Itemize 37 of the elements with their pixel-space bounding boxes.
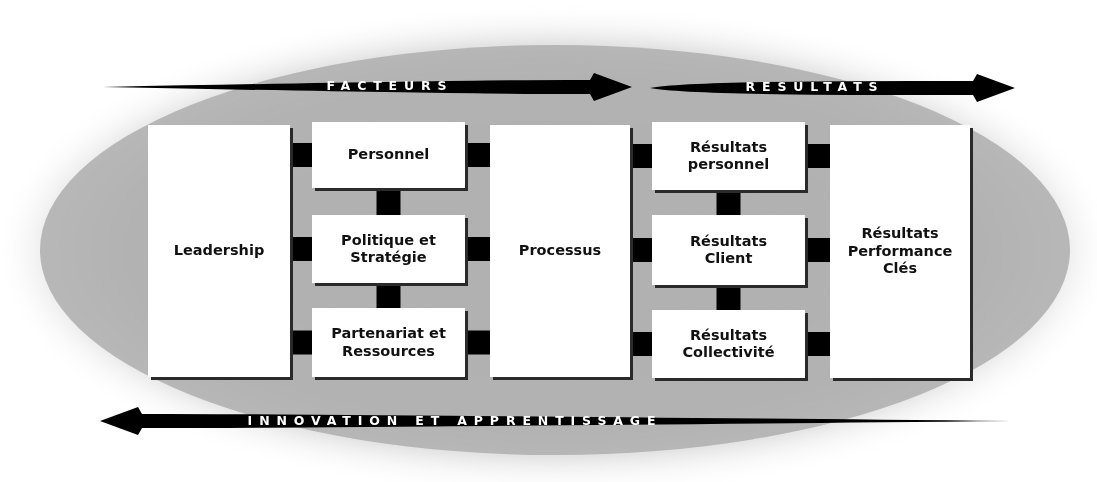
connector-bar [716, 190, 741, 215]
box-label: Résultats personnel [686, 138, 771, 174]
connector-bar [805, 238, 830, 262]
process-box [652, 310, 805, 378]
box-label: Résultats Client [688, 232, 769, 268]
box-label: Résultats Collectivité [681, 326, 776, 362]
connector-bar [805, 332, 830, 356]
connector-bar [290, 330, 312, 355]
process-box [830, 125, 970, 378]
connector-bar [376, 188, 401, 215]
connector-bar [630, 332, 652, 356]
connector-bar [630, 144, 652, 168]
connector-bar [716, 285, 741, 310]
process-box [490, 125, 630, 377]
connector-bar [290, 237, 312, 261]
process-box [312, 308, 465, 377]
box-label: Personnel [347, 146, 430, 164]
connector-bar [465, 330, 490, 355]
box-label: Résultats Performance Clés [846, 225, 954, 278]
box-label: Processus [518, 242, 602, 260]
process-box [312, 215, 465, 283]
connector-bar [465, 143, 490, 167]
box-label: Politique et Stratégie [340, 231, 437, 267]
arrow-label: RESULTATS [745, 80, 885, 94]
process-box [312, 122, 465, 188]
connector-bar [465, 237, 490, 261]
connector-bar [805, 144, 830, 168]
arrow-label: FACTEURS [326, 79, 454, 93]
connector-bar [376, 283, 401, 308]
connector-bar [630, 238, 652, 262]
arrow-label: INNOVATION ET APPRENTISSAGE [247, 414, 663, 428]
box-label: Partenariat et Ressources [330, 325, 447, 360]
connector-bar [290, 143, 312, 167]
box-label: Leadership [173, 242, 265, 260]
process-box [148, 125, 290, 377]
process-box [652, 122, 805, 190]
process-box [652, 215, 805, 285]
